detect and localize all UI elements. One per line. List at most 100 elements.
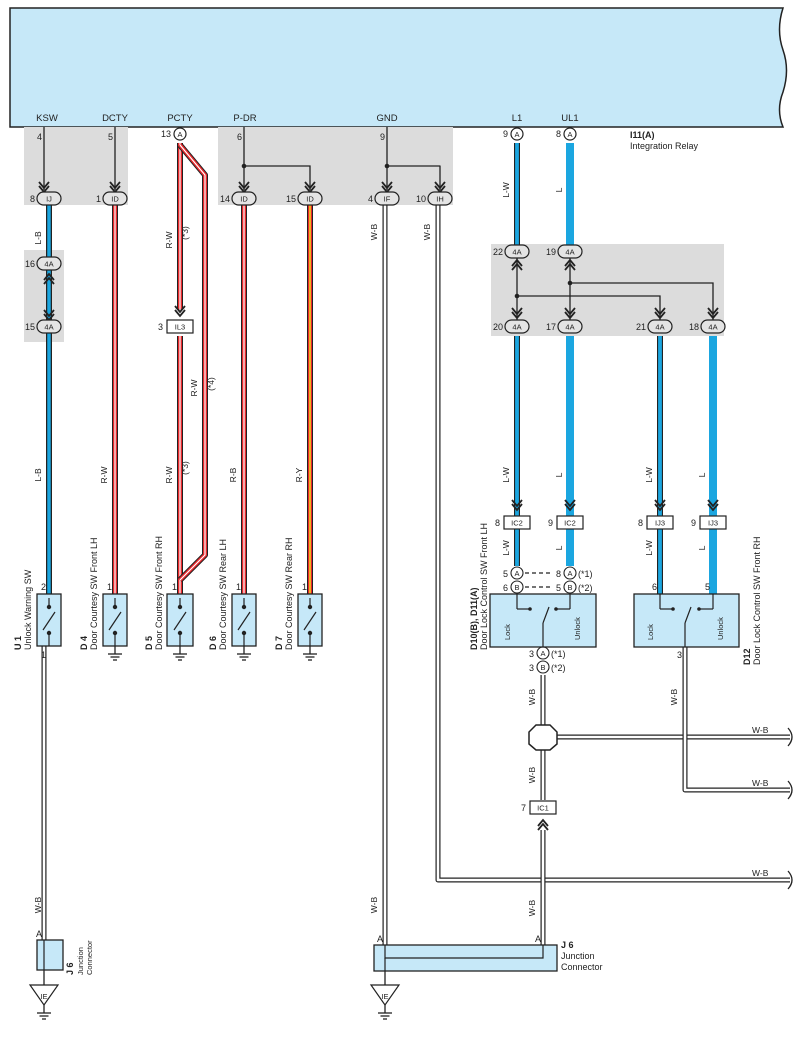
pin-num: 21 bbox=[636, 322, 646, 332]
wire-label-l: L bbox=[697, 472, 707, 477]
junction-connector-j6-right bbox=[373, 944, 558, 972]
d10-id: D10(B), D11(A) bbox=[469, 587, 479, 650]
relay-pin-pcty: 13 bbox=[161, 129, 171, 139]
wire-label-wb: W-B bbox=[752, 778, 769, 788]
sig-gnd: GND bbox=[376, 113, 397, 124]
d12-name: Door Lock Control SW Front RH bbox=[752, 536, 762, 665]
wire-label-wb: W-B bbox=[33, 896, 43, 913]
wire-label-wb: W-B bbox=[527, 766, 537, 783]
d6-name: Door Courtesy SW Rear LH bbox=[218, 539, 228, 650]
conn-id: ID bbox=[240, 195, 248, 204]
wire-label-lw: L-W bbox=[644, 467, 654, 483]
pin-b-label: B bbox=[540, 663, 545, 672]
note-2: (*2) bbox=[578, 583, 593, 593]
j6-right-name2: Connector bbox=[561, 962, 603, 972]
conn-ic2: IC2 bbox=[564, 519, 576, 528]
conn-4a: 4A bbox=[565, 323, 574, 332]
wire-label-wb: W-B bbox=[752, 725, 769, 735]
pin-num: A bbox=[36, 929, 42, 939]
conn-4a: 4A bbox=[44, 323, 53, 332]
relay-pin-pdr: 6 bbox=[237, 132, 242, 142]
wire-label-lw: L-W bbox=[501, 182, 511, 198]
wire-label-wb: W-B bbox=[752, 868, 769, 878]
wire-continuation-marks bbox=[787, 727, 793, 890]
pin-a-label: A bbox=[514, 569, 519, 578]
note-1: (*1) bbox=[578, 569, 593, 579]
pin-num: 8 bbox=[495, 518, 500, 528]
wire-ul1 bbox=[566, 143, 717, 594]
pin-num: 18 bbox=[689, 322, 699, 332]
relay-name: Integration Relay bbox=[630, 141, 699, 151]
note-3: (*3) bbox=[180, 461, 190, 475]
j6-right-id: J 6 bbox=[561, 940, 574, 950]
wire-label-l: L bbox=[697, 545, 707, 550]
wire-label-wb: W-B bbox=[369, 223, 379, 240]
lock-control-switch-rh bbox=[633, 593, 740, 648]
rect-connectors bbox=[166, 319, 727, 815]
wire-gnd bbox=[382, 127, 790, 985]
j6-right-name1: Junction bbox=[561, 951, 595, 961]
wire-label-lw: L-W bbox=[644, 540, 654, 556]
pin-num: 8 bbox=[556, 569, 561, 579]
pin-num: 6 bbox=[652, 582, 657, 592]
pin-num: 1 bbox=[302, 582, 307, 592]
pin-num: 3 bbox=[158, 322, 163, 332]
pin-num: 16 bbox=[25, 259, 35, 269]
conn-ih: IH bbox=[436, 195, 444, 204]
pin-a-label: A bbox=[567, 130, 572, 139]
pin-num: 22 bbox=[493, 247, 503, 257]
switch-contacts bbox=[42, 598, 317, 646]
wire-label-lb: L-B bbox=[33, 468, 43, 482]
conn-4a: 4A bbox=[655, 323, 664, 332]
pin-num: 6 bbox=[503, 583, 508, 593]
pin-num: 1 bbox=[107, 582, 112, 592]
d4-id: D 4 bbox=[79, 636, 89, 650]
pin-num: 14 bbox=[220, 194, 230, 204]
relay-pin-l1: 9 bbox=[503, 129, 508, 139]
wire-label-lb: L-B bbox=[33, 231, 43, 245]
pin-num: 3 bbox=[677, 650, 682, 660]
pin-a-label: A bbox=[540, 649, 545, 658]
pin-num: 17 bbox=[546, 322, 556, 332]
pin-num: 9 bbox=[691, 518, 696, 528]
conn-ie: IE bbox=[40, 992, 47, 1001]
u1-name: Unlock Warning SW bbox=[23, 569, 33, 650]
conn-4a: 4A bbox=[512, 248, 521, 257]
pin-a-label: A bbox=[567, 569, 572, 578]
d12-id: D12 bbox=[742, 648, 752, 665]
door-courtesy-switches bbox=[36, 593, 323, 647]
wire-label-lw: L-W bbox=[501, 467, 511, 483]
pin-b-label: B bbox=[514, 583, 519, 592]
wire-label-ry: R-Y bbox=[294, 467, 304, 482]
pin-num: 20 bbox=[493, 322, 503, 332]
lock-control-switch-lh bbox=[489, 593, 597, 648]
wire-label-rb: R-B bbox=[228, 467, 238, 482]
u1-id: U 1 bbox=[13, 636, 23, 650]
relay-pin-ul1: 8 bbox=[556, 129, 561, 139]
junction-connector-j6-left bbox=[36, 939, 64, 971]
unlock-label: Unlock bbox=[573, 617, 582, 640]
wire-pcty bbox=[177, 143, 208, 594]
relay-pin-dcty: 5 bbox=[108, 132, 113, 142]
pin-num: 9 bbox=[548, 518, 553, 528]
sig-l1: L1 bbox=[512, 113, 523, 124]
sig-pdr: P-DR bbox=[233, 113, 256, 124]
pin-num: 10 bbox=[416, 194, 426, 204]
conn-ic2: IC2 bbox=[511, 519, 523, 528]
alt-pin-dashes bbox=[525, 572, 550, 588]
relay-pin-ksw: 4 bbox=[37, 132, 42, 142]
note-4: (*4) bbox=[206, 377, 216, 391]
conn-if: IF bbox=[384, 195, 391, 204]
wire-label-l: L bbox=[554, 187, 564, 192]
conn-ij3: IJ3 bbox=[655, 519, 665, 528]
pin-a-label: A bbox=[177, 130, 182, 139]
sig-pcty: PCTY bbox=[167, 113, 193, 124]
d5-id: D 5 bbox=[144, 636, 154, 650]
conn-4a: 4A bbox=[512, 323, 521, 332]
pin-num: 19 bbox=[546, 247, 556, 257]
pin-num: 1 bbox=[236, 582, 241, 592]
j6-id: J 6 bbox=[65, 962, 75, 975]
pin-num: 1 bbox=[172, 582, 177, 592]
pin-num: A bbox=[377, 934, 383, 944]
